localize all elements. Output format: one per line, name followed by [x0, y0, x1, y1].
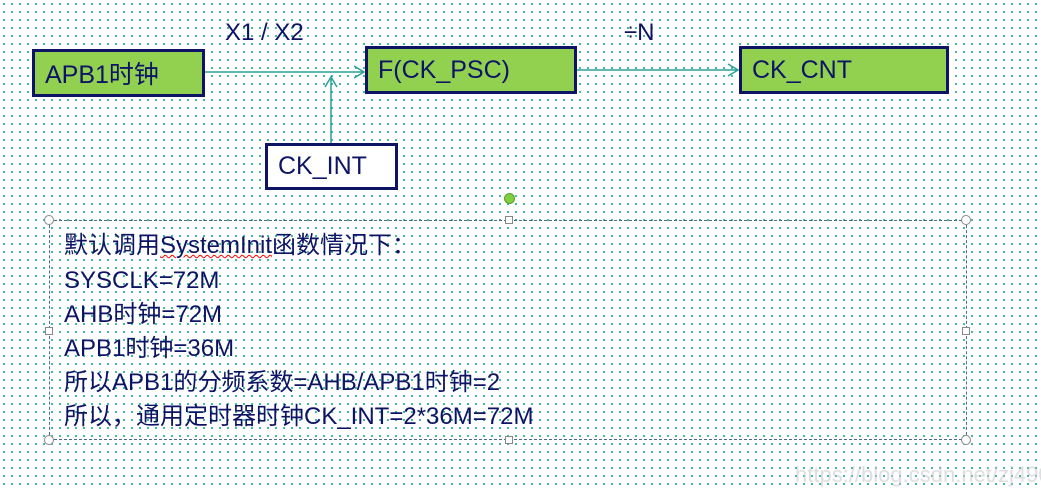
text-line-5: 所以APB1的分频系数=AHB/APB1时钟=2: [64, 369, 501, 396]
text-line-2: SYSCLK=72M: [64, 267, 220, 294]
resize-handle-br[interactable]: [961, 435, 971, 445]
resize-handle-bl[interactable]: [44, 435, 54, 445]
watermark: https://blog.csdn.net/zj490044512: [795, 462, 1041, 487]
text-line-1-pre: 默认调用: [64, 232, 160, 259]
resize-handle-r[interactable]: [962, 327, 970, 335]
resize-handle-tr[interactable]: [961, 215, 971, 225]
rotate-handle[interactable]: [504, 193, 515, 204]
text-line-1-post: 函数情况下：: [272, 232, 417, 259]
text-line-3: AHB时钟=72M: [64, 301, 223, 328]
resize-handle-tl[interactable]: [44, 215, 54, 225]
resize-handle-b[interactable]: [505, 436, 513, 444]
ck-psc-box: F(CK_PSC): [365, 46, 577, 94]
text-line-1-spell: SystemInit: [160, 232, 273, 259]
text-line-6: 所以，通用定时器时钟CK_INT=2*36M=72M: [64, 403, 534, 430]
resize-handle-t[interactable]: [505, 216, 513, 224]
apb1-clock-box: APB1时钟: [32, 49, 205, 97]
ck-cnt-box: CK_CNT: [739, 46, 949, 94]
text-line-1: 默认调用SystemInit函数情况下：: [64, 229, 416, 263]
divider-label: ÷N: [624, 19, 655, 46]
resize-handle-l[interactable]: [45, 327, 53, 335]
ck-int-box: CK_INT: [265, 143, 398, 190]
text-box[interactable]: 默认调用SystemInit函数情况下： SYSCLK=72M AHB时钟=72…: [49, 220, 967, 440]
multiplier-label: X1 / X2: [225, 19, 304, 46]
text-line-4: APB1时钟=36M: [64, 335, 235, 362]
